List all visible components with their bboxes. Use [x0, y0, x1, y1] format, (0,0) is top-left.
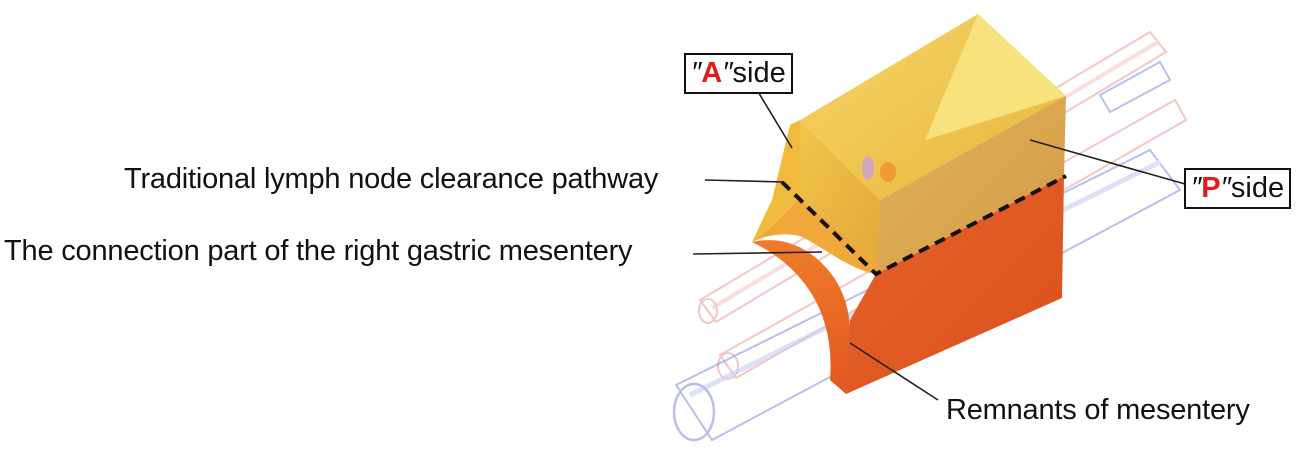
p-side-word: side — [1230, 172, 1285, 204]
leader-p-side — [1029, 139, 1186, 185]
lower-left-face — [752, 198, 878, 394]
remnants-label: Remnants of mesentery — [946, 394, 1250, 426]
a-side-letter: A — [701, 57, 723, 89]
p-side-close-quote: ″ — [1220, 172, 1231, 204]
p-side-upper-face — [876, 96, 1066, 274]
a-side-face — [752, 120, 880, 262]
p-side-lower-face — [846, 176, 1064, 394]
p-side-open-quote: ″ — [1191, 172, 1202, 204]
traditional-pathway-label: Traditional lymph node clearance pathway — [124, 163, 659, 195]
a-side-close-quote: ″ — [722, 57, 733, 89]
leader-connection — [692, 251, 823, 255]
inner-node — [862, 156, 874, 180]
a-side-word: side — [732, 57, 786, 89]
leader-remnants — [849, 342, 939, 401]
leader-lines — [692, 89, 1186, 401]
inner-node — [880, 162, 896, 182]
p-side-label: ″P″side — [1184, 168, 1292, 209]
leader-traditional — [704, 179, 785, 183]
leader-a-side — [756, 89, 793, 149]
connection-part-label: The connection part of the right gastric… — [4, 235, 633, 267]
p-side-letter: P — [1201, 172, 1221, 204]
top-inner-facet — [925, 14, 1066, 140]
a-side-label: ″A″side — [684, 53, 793, 94]
clearance-pathway-dashed-line — [780, 174, 1067, 277]
a-side-open-quote: ″ — [691, 57, 702, 89]
